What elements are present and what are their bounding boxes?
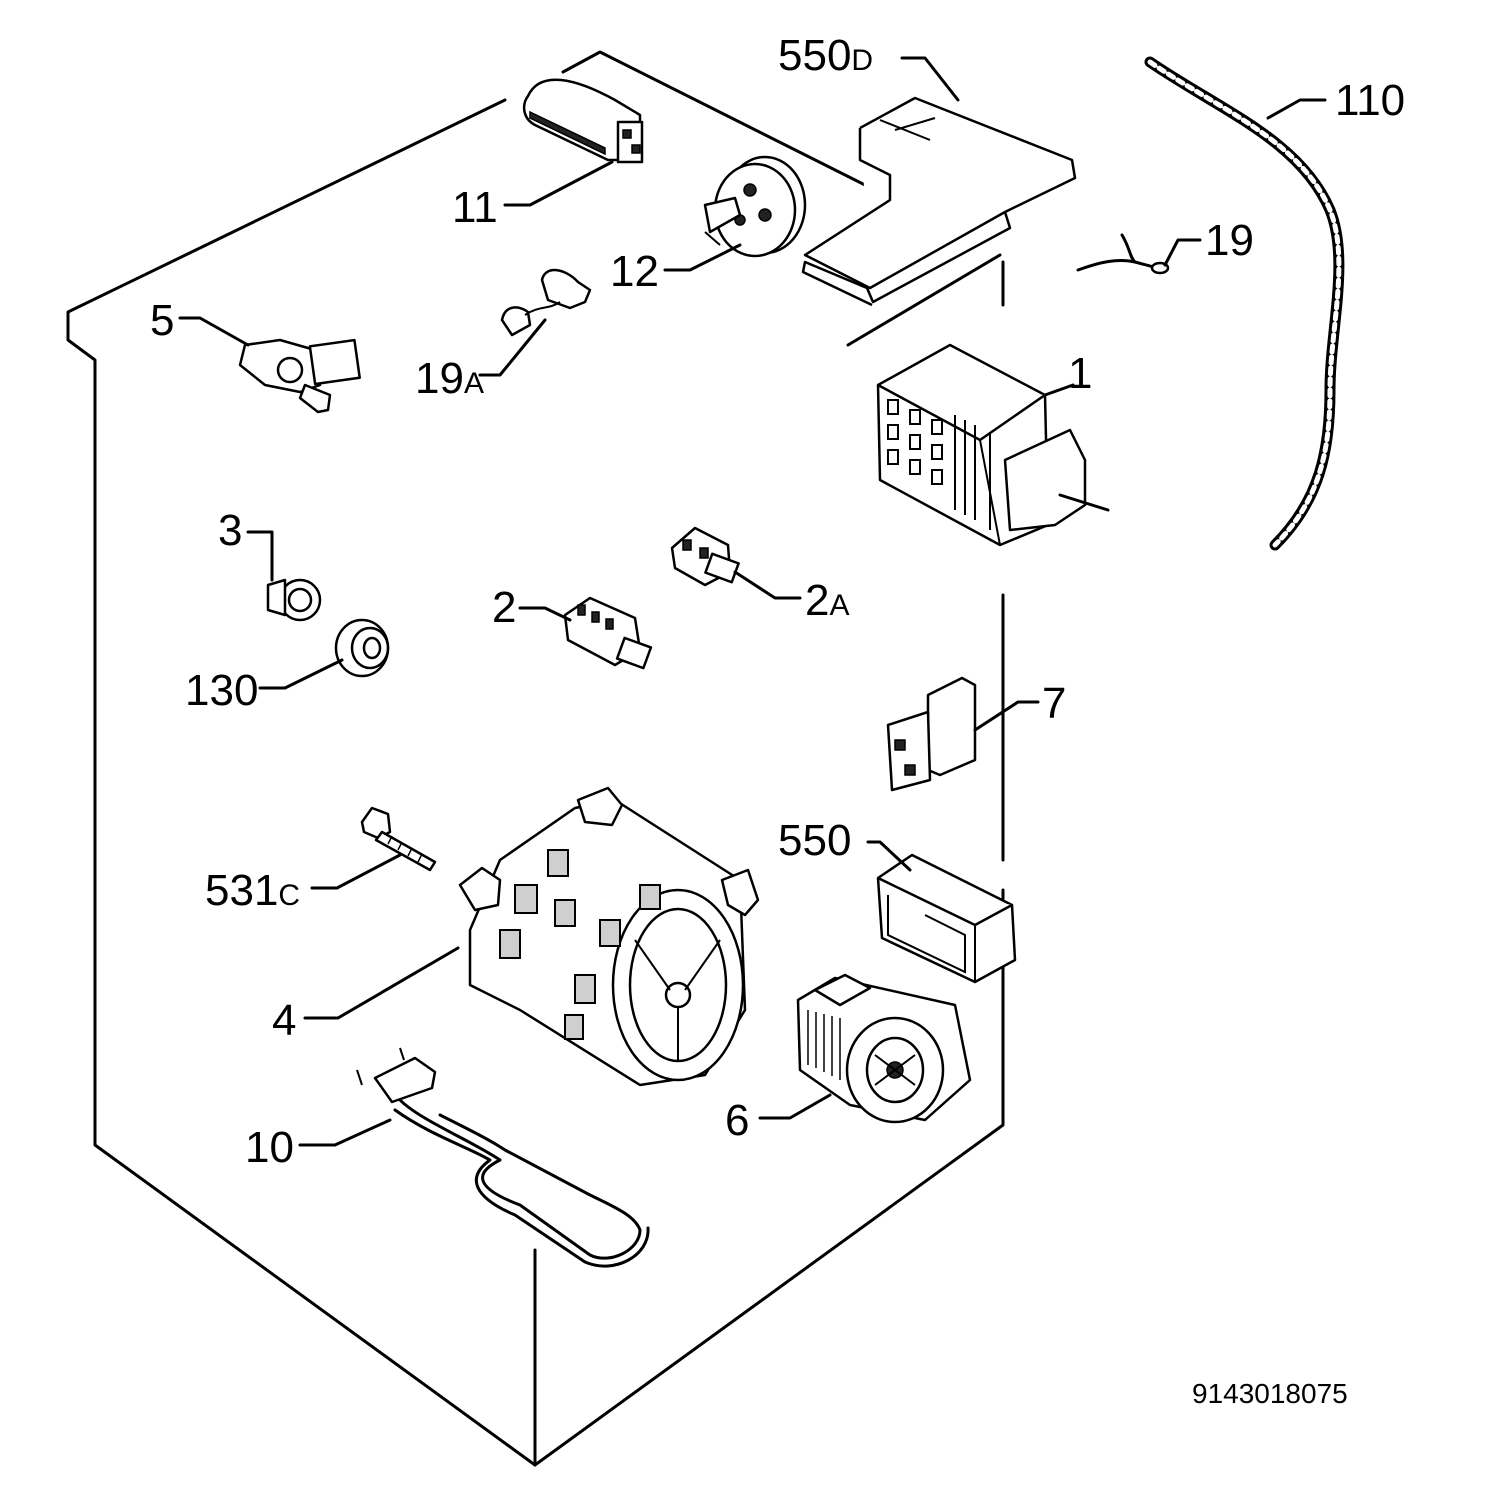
callout-11: 11 [452, 183, 498, 232]
part-19-clip [1076, 233, 1170, 275]
part-2a-connector [670, 526, 740, 587]
part-130-bushing [334, 618, 390, 678]
callout-12: 12 [610, 247, 659, 296]
callout-130: 130 [185, 666, 258, 715]
callout-110: 110 [1335, 76, 1405, 125]
callout-550d: 550D [778, 31, 873, 80]
part-550-cover [876, 853, 1017, 984]
part-550d-panel [801, 96, 1077, 307]
callout-2a: 2A [805, 576, 850, 625]
part-1-timer [876, 343, 1110, 547]
callout-labels: 550D 110 11 12 19 5 19A 1 3 2A 2 130 7 5… [150, 31, 1405, 1172]
callout-3: 3 [218, 506, 242, 555]
part-5-inlet-valve [238, 338, 361, 414]
callout-550: 550 [778, 816, 851, 865]
part-531c-screw [360, 806, 437, 872]
part-19a-grommet [500, 268, 592, 337]
callout-7: 7 [1042, 679, 1066, 728]
part-10-heater [356, 1047, 650, 1268]
part-12-pressure-switch [703, 155, 807, 258]
leader-lines [178, 56, 1327, 1147]
callout-1: 1 [1068, 349, 1092, 398]
part-110-cable [1144, 56, 1345, 551]
callout-10: 10 [245, 1123, 294, 1172]
part-7-interlock [886, 676, 977, 792]
callout-2: 2 [492, 583, 516, 632]
part-6-drain-pump [796, 973, 972, 1124]
callout-19: 19 [1205, 216, 1254, 265]
document-number: 9143018075 [1192, 1378, 1348, 1409]
part-4-motor [458, 786, 760, 1087]
part-2-connector [563, 596, 653, 670]
callout-531c: 531C [205, 866, 300, 915]
cabinet-outline [66, 50, 1005, 1467]
callout-19a: 19A [415, 354, 484, 403]
part-11-capacitor [522, 78, 644, 164]
callout-4: 4 [272, 996, 296, 1045]
callout-5: 5 [150, 296, 174, 345]
callout-6: 6 [725, 1096, 749, 1145]
part-3-lamp [266, 578, 322, 622]
